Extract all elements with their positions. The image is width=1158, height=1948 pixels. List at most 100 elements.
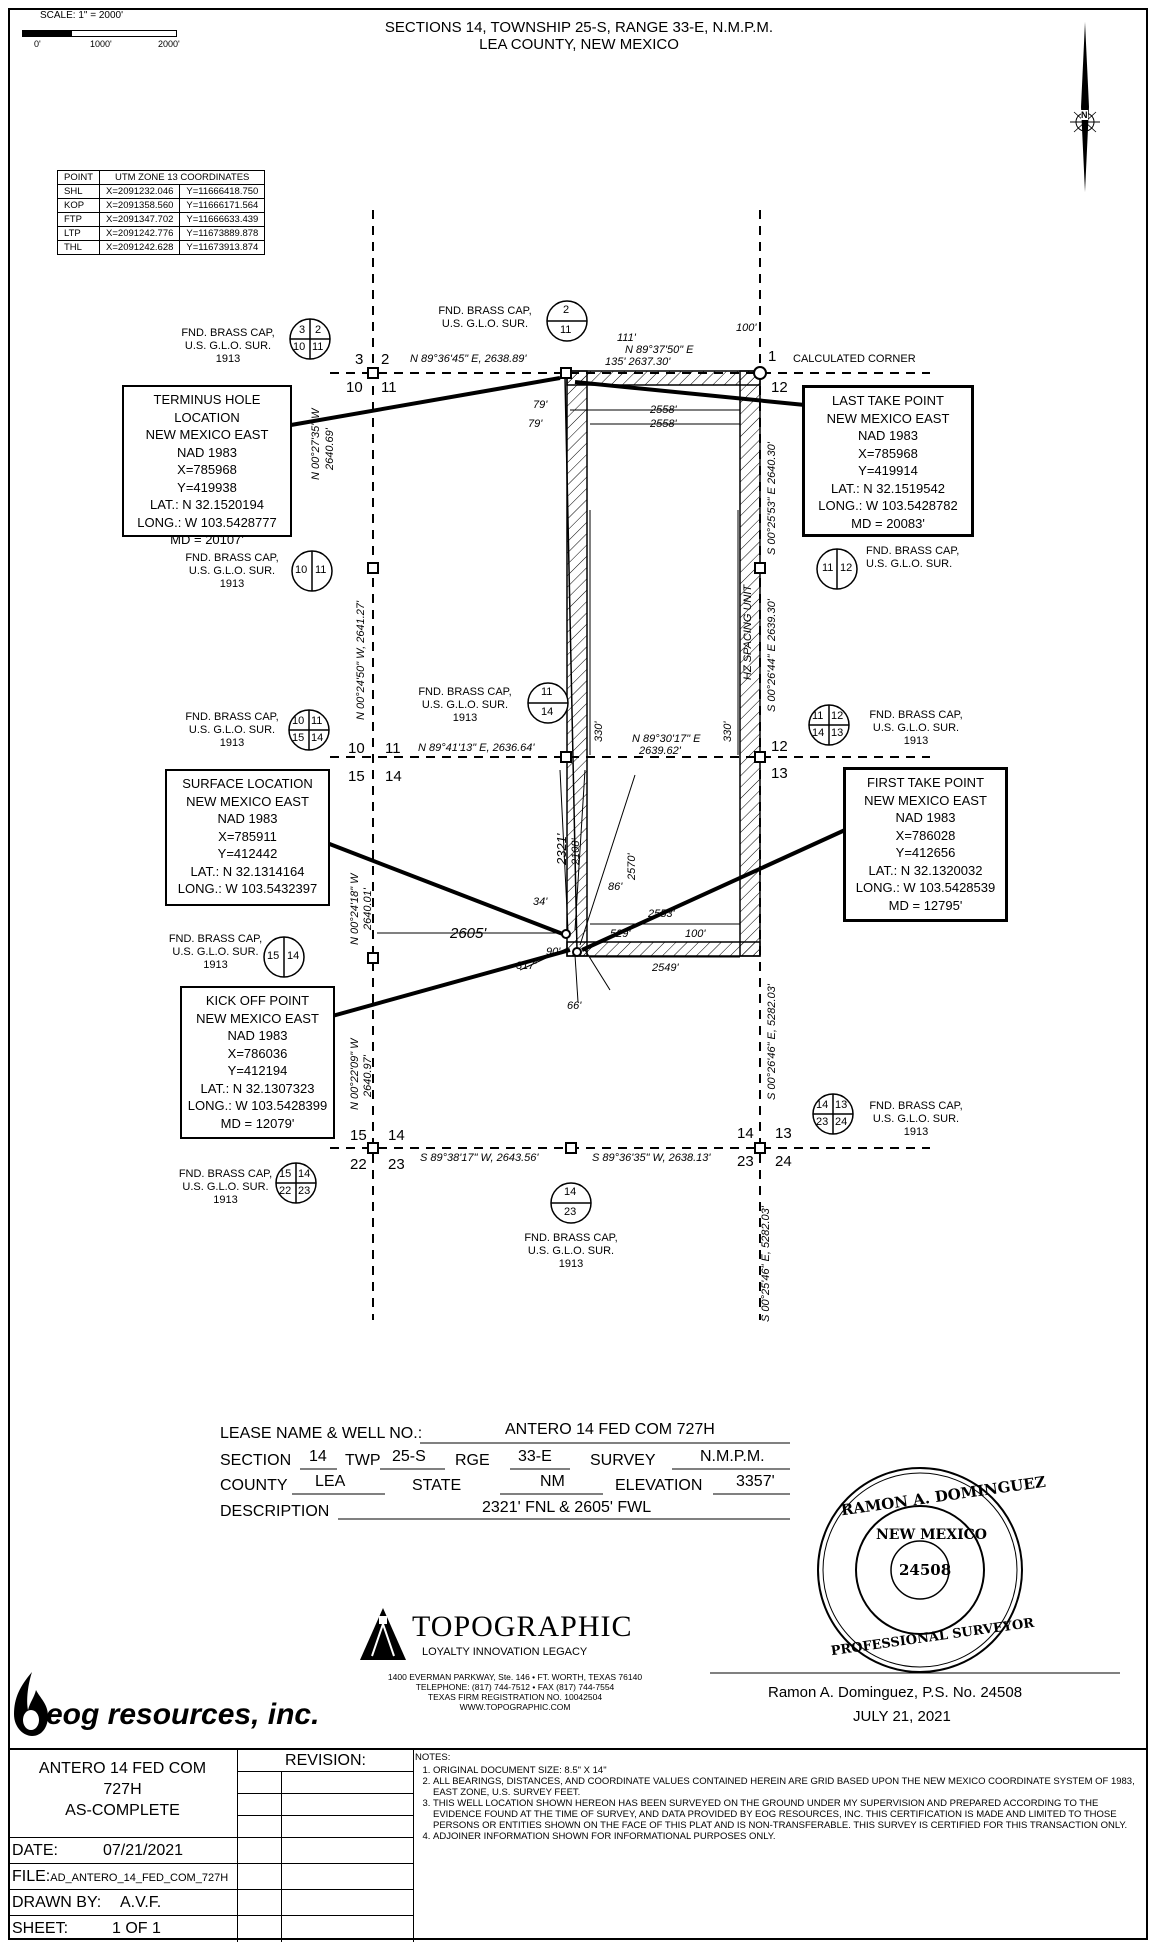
bearing-label: S 89°36'35" W, 2638.13': [592, 1152, 711, 1164]
section-number: 11: [381, 379, 397, 396]
section-number: 13: [775, 1125, 792, 1142]
scale-tick-1000: 1000': [90, 39, 112, 49]
lease-label: LEASE NAME & WELL NO.:: [220, 1425, 423, 1442]
topographic-address: 1400 EVERMAN PARKWAY, Ste. 146 • FT. WOR…: [387, 1672, 643, 1712]
corner-circle-label: 11: [822, 562, 834, 574]
bearing-label: 2553': [648, 908, 675, 920]
bearing-label: N 00°24'50" W, 2641.27': [355, 600, 367, 720]
drawn-by-value: A.V.F.: [120, 1894, 162, 1911]
bearing-label: N 00°22'09" W: [349, 1038, 361, 1110]
seal-state: NEW MEXICO: [876, 1527, 987, 1543]
section-number: 12: [771, 379, 788, 396]
header-line-1: SECTIONS 14, TOWNSHIP 25-S, RANGE 33-E, …: [384, 19, 774, 36]
corner-circle-label: 15: [267, 950, 280, 962]
revision-cell: REVISION:: [238, 1750, 414, 1772]
bearing-label: 2558': [650, 418, 677, 430]
bearing-label: 529': [610, 928, 631, 940]
corner-circle-label: 3: [299, 324, 306, 336]
corner-circle-label: 11: [560, 324, 572, 336]
project-status: AS-COMPLETE: [65, 1802, 180, 1819]
topographic-tagline: LOYALTY INNOVATION LEGACY: [422, 1646, 588, 1658]
hz-spacing-unit: [566, 370, 761, 957]
monument-label: FND. BRASS CAP,U.S. G.L.O. SUR.: [438, 305, 532, 330]
bearing-label: 2570': [626, 853, 638, 880]
survey-date: JULY 21, 2021: [853, 1708, 951, 1725]
bearing-label: 111': [617, 332, 636, 344]
corner-circle-label: 14: [816, 1099, 829, 1111]
bearing-label: 86': [608, 881, 623, 893]
monument-label: FND. BRASS CAP,U.S. G.L.O. SUR.1913: [869, 709, 963, 747]
bearing-label: 330': [722, 721, 734, 742]
section-number: 14: [737, 1125, 754, 1142]
page-frame: [8, 8, 1148, 1940]
section-number: 15: [348, 768, 365, 785]
section-number: 23: [388, 1156, 405, 1173]
file-cell: FILE:AD_ANTERO_14_FED_COM_727H: [8, 1864, 238, 1890]
corner-circle-label: 14: [298, 1168, 311, 1180]
scale-tick-2000: 2000': [158, 39, 180, 49]
monument-label: FND. BRASS CAP,U.S. G.L.O. SUR.1913: [418, 686, 512, 724]
state-value: NM: [540, 1473, 565, 1490]
section-number: 12: [771, 738, 788, 755]
file-label: FILE:: [12, 1868, 51, 1885]
date-value: 07/21/2021: [103, 1842, 184, 1859]
sheet-label: SHEET:: [12, 1920, 69, 1937]
bearing-label: S 00°26'44" E 2639.30': [766, 599, 778, 712]
note-item: THIS WELL LOCATION SHOWN HEREON HAS BEEN…: [433, 1798, 1145, 1831]
project-name: ANTERO 14 FED COM: [38, 1760, 207, 1777]
county-value: LEA: [315, 1473, 346, 1490]
project-well: 727H: [103, 1781, 142, 1798]
description-value: 2321' FNL & 2605' FWL: [482, 1499, 652, 1516]
bearing-label: 2558': [650, 404, 677, 416]
bearing-label: 2640.97': [362, 1055, 374, 1097]
bearing-label: 2549': [652, 962, 679, 974]
twp-value: 25-S: [392, 1448, 426, 1465]
corner-circle-label: 11: [312, 341, 324, 353]
bearing-label: S 00°25'46" E, 5282.03': [760, 1206, 772, 1322]
drawn-by-cell: DRAWN BY: A.V.F.: [8, 1890, 238, 1916]
monument-label: FND. BRASS CAP,U.S. G.L.O. SUR.1913: [181, 327, 275, 365]
surveyor-name: Ramon A. Dominguez, P.S. No. 24508: [768, 1684, 1023, 1701]
calculated-corner-label: CALCULATED CORNER: [793, 353, 916, 365]
note-item: ALL BEARINGS, DISTANCES, AND COORDINATE …: [433, 1776, 1145, 1798]
corner-circle-label: 23: [564, 1206, 577, 1218]
corner-circle-label: 10: [295, 564, 308, 576]
corner-circle-label: 11: [812, 710, 824, 722]
corner-circle-label: 23: [298, 1185, 311, 1197]
corner-circle-label: 11: [541, 686, 553, 698]
sheet-value: 1 OF 1: [112, 1920, 161, 1937]
survey-label: SURVEY: [590, 1452, 656, 1469]
section-number: 14: [385, 768, 402, 785]
scale-tick-0: 0': [34, 39, 41, 49]
date-cell: DATE: 07/21/2021: [8, 1838, 238, 1864]
title-block: ANTERO 14 FED COM 727H AS-COMPLETE REVIS…: [8, 1748, 1148, 1942]
corner-circle-label: 24: [835, 1116, 848, 1128]
monument-label: FND. BRASS CAP,U.S. G.L.O. SUR.1913: [869, 1100, 963, 1138]
header-line-2: LEA COUNTY, NEW MEXICO: [479, 36, 679, 53]
elevation-value: 3357': [736, 1473, 775, 1490]
section-number: 13: [771, 765, 788, 782]
scale-bar: SCALE: 1" = 2000' 0' 1000' 2000': [10, 10, 200, 50]
bearing-label: N 00°24'18" W: [349, 873, 361, 945]
bearing-label: 317': [516, 960, 537, 972]
corner-circle-label: 22: [279, 1185, 292, 1197]
file-value: AD_ANTERO_14_FED_COM_727H: [50, 1872, 229, 1884]
corner-circle-label: 2: [563, 304, 570, 316]
section-number: 2: [381, 351, 390, 368]
section-number: 23: [737, 1153, 754, 1170]
monument-label: FND. BRASS CAP,U.S. G.L.O. SUR.1913: [185, 552, 279, 590]
bearing-label: S 89°38'17" W, 2643.56': [420, 1152, 539, 1164]
bearing-label: 66': [567, 1000, 582, 1012]
bearing-label: N 00°27'35" W: [310, 408, 322, 480]
section-label: SECTION: [220, 1452, 292, 1469]
corner-circle-label: 11: [311, 715, 323, 727]
section-number: 22: [350, 1156, 367, 1173]
x-coord: X=2091242.628: [99, 240, 181, 255]
section-value: 14: [309, 1448, 327, 1465]
section-number: 10: [346, 379, 363, 396]
